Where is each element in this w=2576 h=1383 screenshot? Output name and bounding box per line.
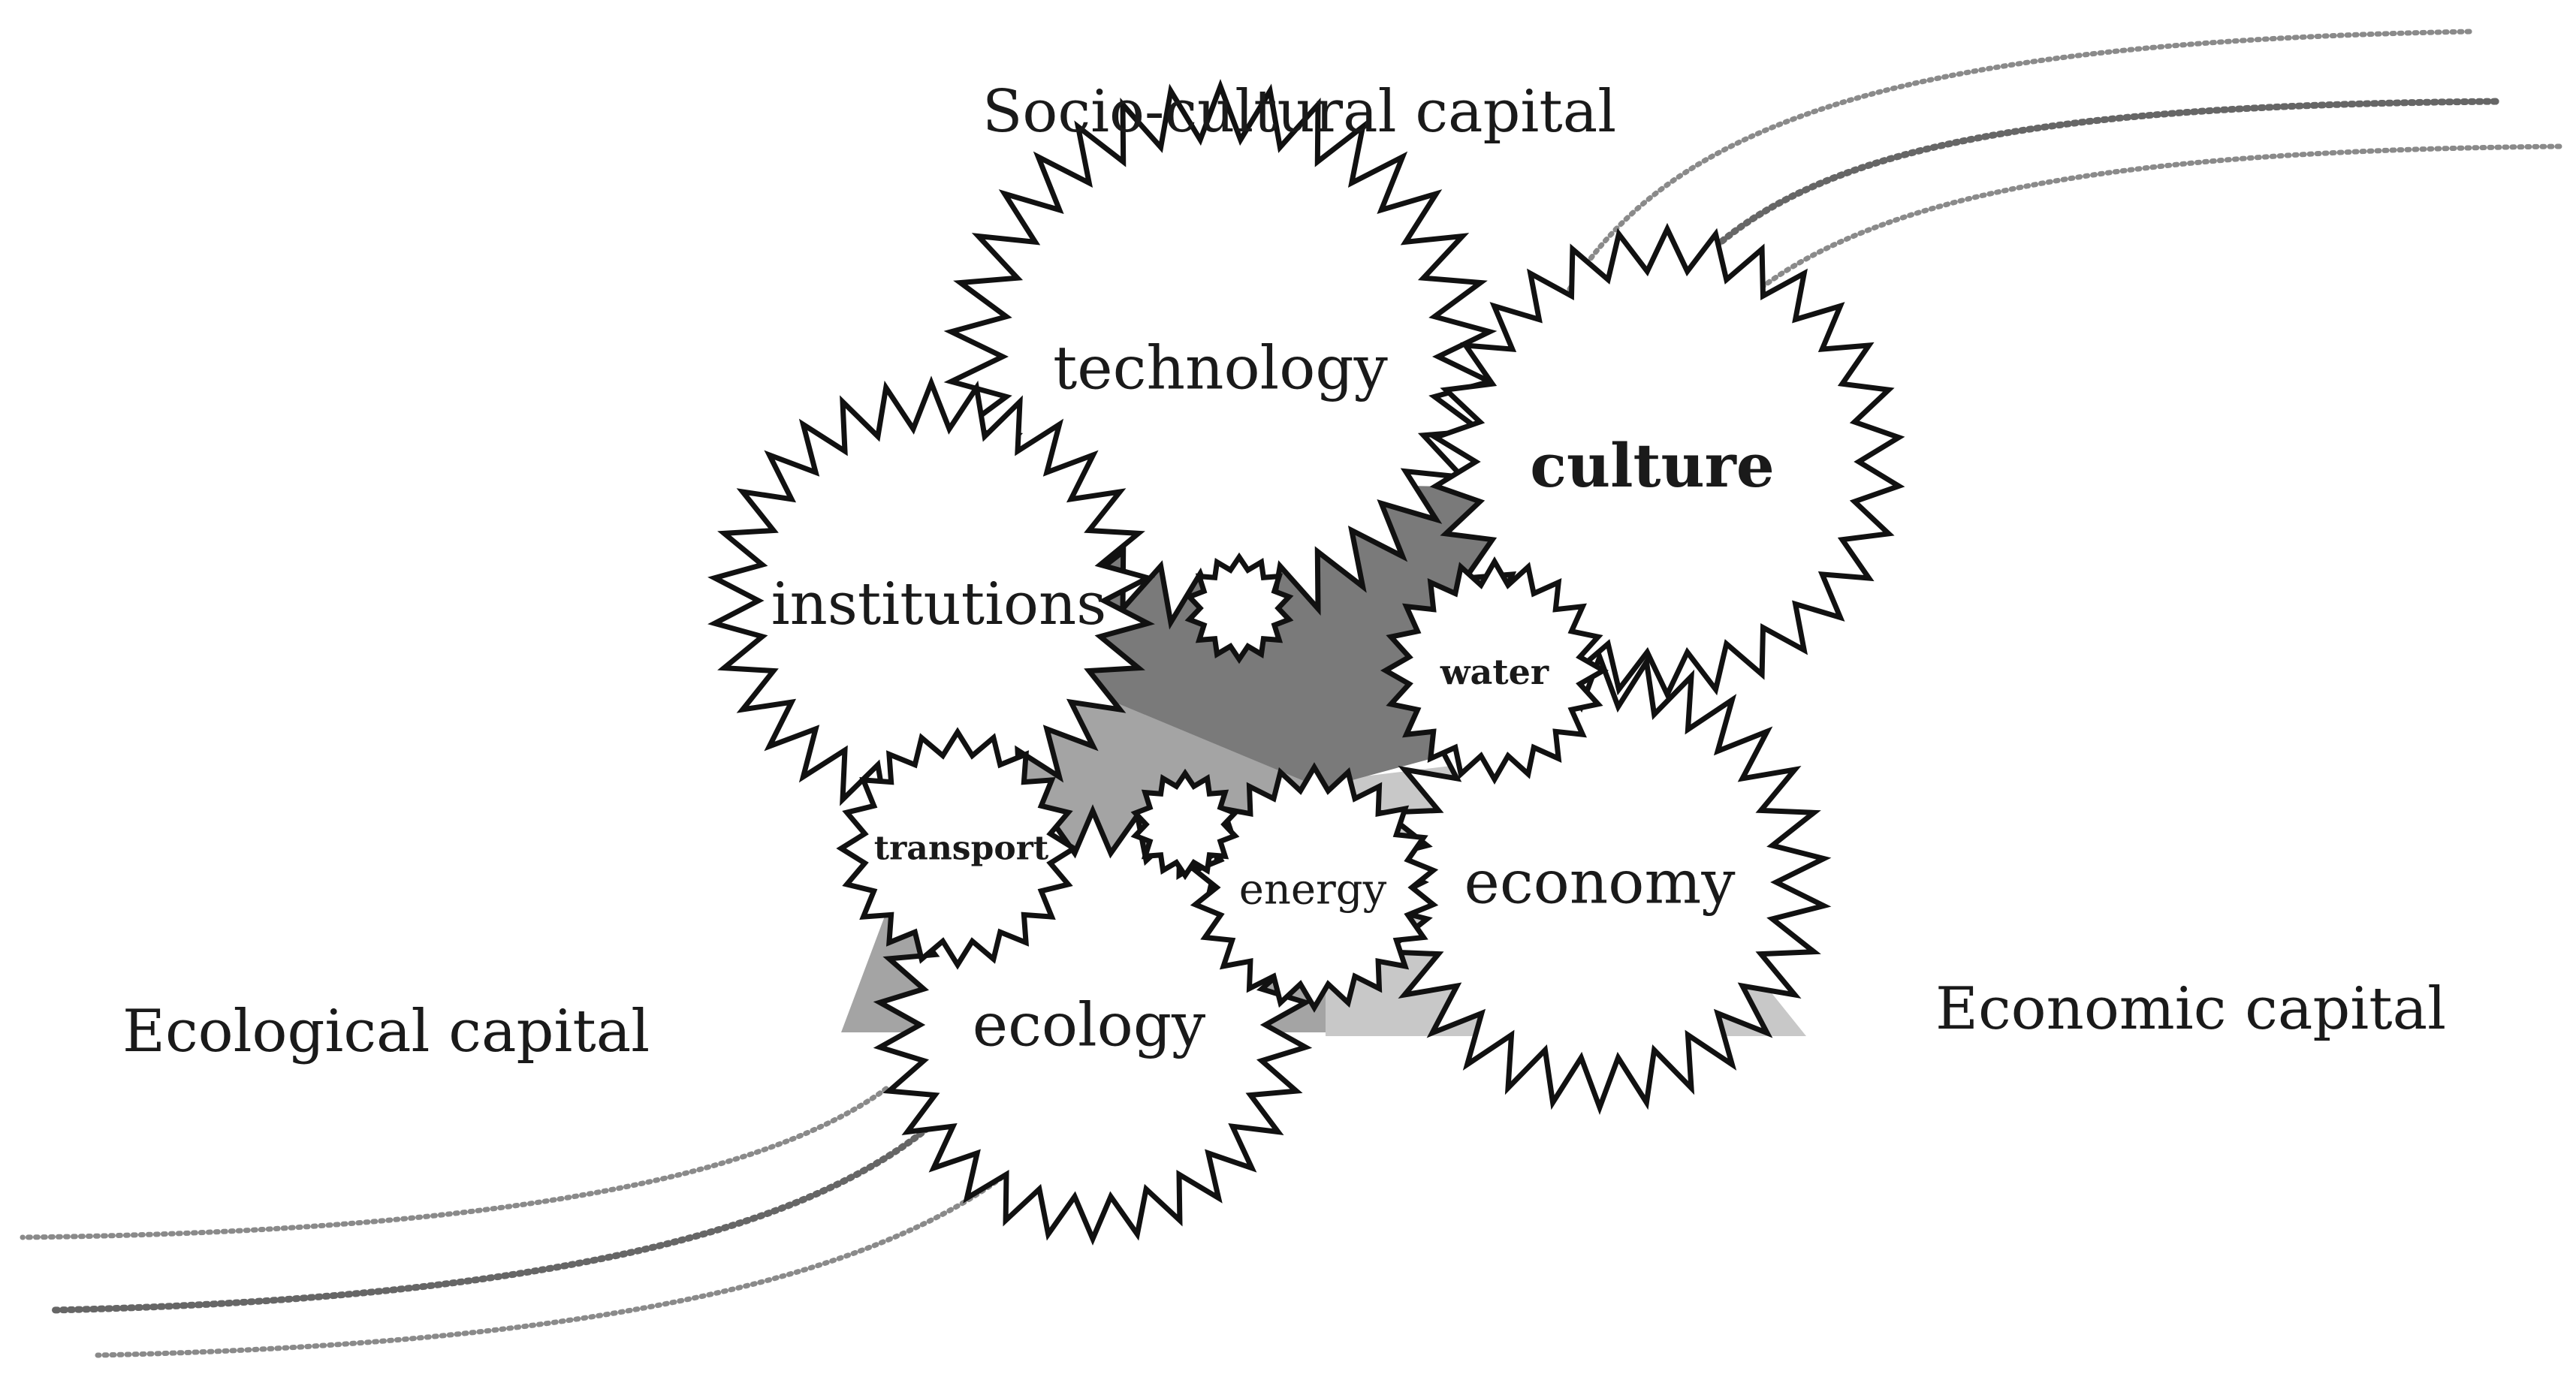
small-unlabeled-gear [1130, 768, 1240, 881]
stream-bottom-left [20, 1086, 1039, 1358]
stream-line [1567, 29, 2474, 292]
ecology-label: ecology [973, 990, 1205, 1060]
stream-line [49, 1115, 943, 1314]
energy-label: energy [1239, 866, 1387, 914]
culture-label: culture [1530, 430, 1774, 501]
economy-label: economy [1464, 848, 1735, 917]
water-label: water [1440, 652, 1549, 692]
small-unlabeled-gear [1184, 552, 1294, 664]
culture-gear [1429, 222, 1905, 701]
water-gear [1380, 556, 1609, 785]
stream-line [95, 1146, 1039, 1358]
socio-cultural-capital-label: Socio-cultural capital [982, 78, 1616, 146]
stream-line [1747, 143, 2564, 300]
stream-top-right [1567, 29, 2564, 300]
economic-capital-label: Economic capital [1935, 975, 2446, 1043]
stream-line [20, 1086, 889, 1240]
transport-gear [836, 727, 1079, 970]
technology-label: technology [1053, 333, 1388, 403]
transport-label: transport [874, 830, 1049, 868]
institutions-label: institutions [771, 571, 1107, 638]
stream-line [1671, 98, 2505, 293]
ecological-capital-label: Ecological capital [122, 998, 650, 1065]
